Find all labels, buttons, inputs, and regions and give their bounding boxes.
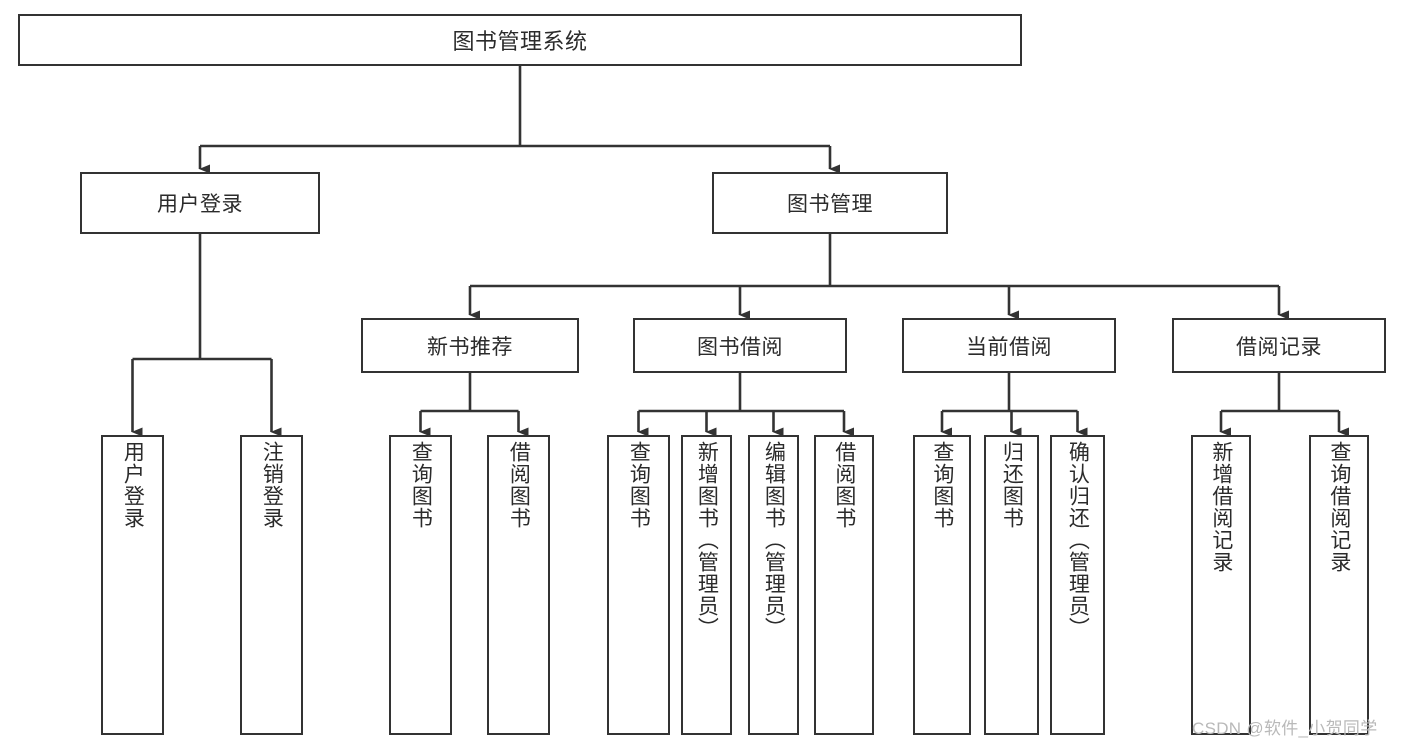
node-label: 归还图书	[1000, 441, 1024, 529]
node-leaf-add-record[interactable]: 新增借阅记录	[1191, 435, 1251, 735]
node-leaf-query-book-rec[interactable]: 查询图书	[389, 435, 452, 735]
node-label: 借阅图书	[832, 441, 856, 529]
node-user-login[interactable]: 用户登录	[80, 172, 320, 234]
node-label: 查询借阅记录	[1327, 441, 1351, 573]
node-leaf-logout[interactable]: 注销登录	[240, 435, 303, 735]
node-leaf-query-record[interactable]: 查询借阅记录	[1309, 435, 1369, 735]
node-book-borrow[interactable]: 图书借阅	[633, 318, 847, 373]
node-label: 确认归还（管理员）	[1066, 441, 1090, 639]
node-leaf-add-book[interactable]: 新增图书（管理员）	[681, 435, 732, 735]
node-label: 新增借阅记录	[1209, 441, 1233, 573]
node-label: 新增图书（管理员）	[695, 441, 719, 639]
node-leaf-borrow-book-rec[interactable]: 借阅图书	[487, 435, 550, 735]
node-label: 借阅图书	[507, 441, 531, 529]
node-label: 查询图书	[930, 441, 954, 529]
node-label: 用户登录	[121, 441, 145, 529]
node-label: 新书推荐	[427, 335, 513, 359]
node-label: 查询图书	[627, 441, 651, 529]
node-label: 图书管理系统	[452, 29, 588, 54]
node-root[interactable]: 图书管理系统	[18, 14, 1022, 66]
node-label: 图书管理	[787, 193, 873, 216]
node-label: 查询图书	[409, 441, 433, 529]
node-leaf-return-book[interactable]: 归还图书	[984, 435, 1039, 735]
node-label: 当前借阅	[966, 335, 1052, 359]
node-label: 借阅记录	[1236, 335, 1322, 359]
node-leaf-confirm-return[interactable]: 确认归还（管理员）	[1050, 435, 1105, 735]
node-label: 图书借阅	[697, 335, 783, 359]
node-book-manage[interactable]: 图书管理	[712, 172, 948, 234]
node-label: 编辑图书（管理员）	[762, 441, 786, 639]
node-leaf-user-login[interactable]: 用户登录	[101, 435, 164, 735]
watermark-label: CSDN @软件_小贺同学	[1192, 719, 1378, 738]
node-borrow-record[interactable]: 借阅记录	[1172, 318, 1386, 373]
node-current-borrow[interactable]: 当前借阅	[902, 318, 1116, 373]
node-label: 注销登录	[260, 441, 284, 529]
node-leaf-edit-book[interactable]: 编辑图书（管理员）	[748, 435, 799, 735]
node-label: 用户登录	[157, 193, 243, 216]
node-new-book-rec[interactable]: 新书推荐	[361, 318, 579, 373]
node-leaf-query-book-cur[interactable]: 查询图书	[913, 435, 971, 735]
node-leaf-borrow-book[interactable]: 借阅图书	[814, 435, 874, 735]
node-leaf-query-book-borrow[interactable]: 查询图书	[607, 435, 670, 735]
